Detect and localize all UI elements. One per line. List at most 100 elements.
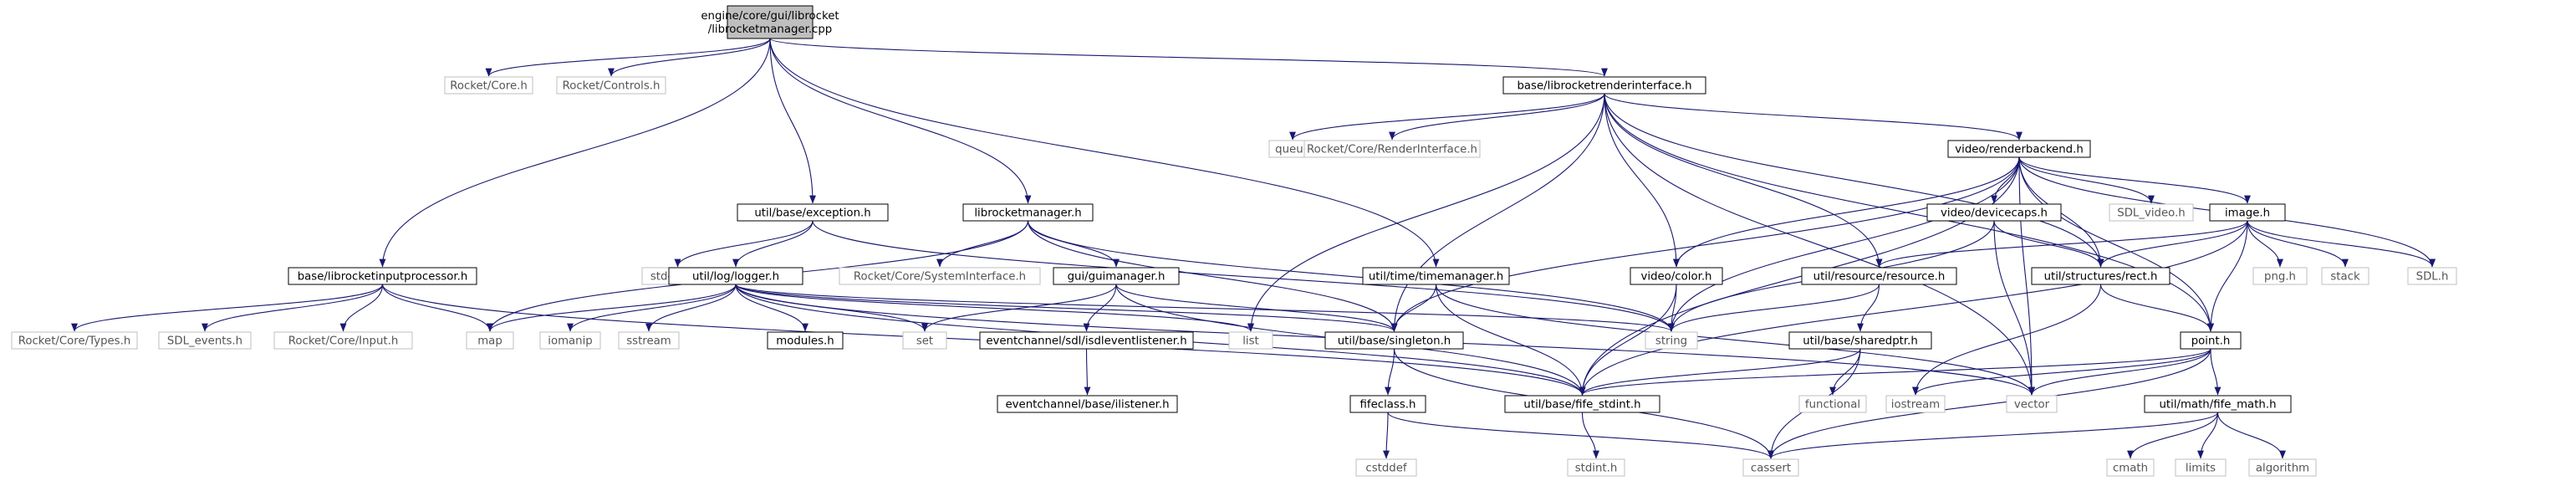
node-box-iostream xyxy=(1885,395,1946,413)
edge-timemanager-to-singleton xyxy=(1390,284,1437,332)
edge-logger-to-singleton xyxy=(735,284,1398,332)
node-label-modules: modules.h xyxy=(776,335,834,348)
edge-logger-to-sstream xyxy=(645,284,737,332)
node-box-modules xyxy=(767,331,844,350)
edge-image-to-point xyxy=(2207,220,2248,332)
edge-image-to-fife_stdint xyxy=(1579,220,2248,396)
edge-renderbackend-to-vector xyxy=(2018,156,2035,396)
node-ilistener[interactable]: eventchannel/base/ilistener.h xyxy=(997,395,1178,413)
node-box-fifeclass xyxy=(1349,395,1426,413)
node-box-renderinterface xyxy=(1502,76,1706,95)
node-box-set xyxy=(902,331,947,350)
node-box-point xyxy=(2180,331,2242,350)
node-label-sdl_events: SDL_events.h xyxy=(167,335,242,348)
node-label-root: /librocketmanager.cpp xyxy=(708,23,833,36)
edge-exception-to-string xyxy=(812,220,1675,332)
edge-renderinterface-to-rocket_ri xyxy=(1389,93,1605,141)
node-label-algorithm: algorithm xyxy=(2256,463,2309,475)
edge-timemanager-to-fife_stdint xyxy=(1435,284,1586,396)
node-logger[interactable]: util/log/logger.h xyxy=(668,267,803,285)
node-inputproc[interactable]: base/librocketinputprocessor.h xyxy=(288,267,477,285)
node-label-lrmanager: librocketmanager.h xyxy=(974,207,1081,220)
node-iostream: iostream xyxy=(1885,395,1946,413)
node-label-stack: stack xyxy=(2330,271,2360,284)
node-box-resource xyxy=(1801,267,1957,285)
edge-point-to-cassert xyxy=(1767,348,2211,459)
edge-renderinterface-to-vector xyxy=(1604,93,2035,396)
node-rocket_core: Rocket/Core.h xyxy=(444,76,533,95)
node-label-rocket_ri: Rocket/Core/RenderInterface.h xyxy=(1307,144,1477,156)
node-box-vector xyxy=(2006,395,2058,413)
node-map: map xyxy=(466,331,514,350)
node-modules[interactable]: modules.h xyxy=(767,331,844,350)
node-label-sdllistener: eventchannel/sdl/isdleventlistener.h xyxy=(986,335,1186,348)
edge-inputproc-to-rocket_types xyxy=(71,284,384,332)
node-fife_stdint[interactable]: util/base/fife_stdint.h xyxy=(1504,395,1660,413)
node-point[interactable]: point.h xyxy=(2180,331,2242,350)
node-label-fife_math: util/math/fife_math.h xyxy=(2159,399,2276,412)
edge-devicecaps-to-vector xyxy=(1993,220,2035,396)
edge-rect-to-point xyxy=(2099,284,2214,332)
node-sdl_events: SDL_events.h xyxy=(158,331,252,350)
node-renderbackend[interactable]: video/renderbackend.h xyxy=(1947,140,2091,158)
node-vector: vector xyxy=(2006,395,2058,413)
edge-renderinterface-to-singleton xyxy=(1390,93,1605,332)
node-label-cstddef: cstddef xyxy=(1365,463,1407,475)
node-fife_math[interactable]: util/math/fife_math.h xyxy=(2144,395,2292,413)
edge-renderbackend-to-devicecaps xyxy=(1991,156,2020,204)
node-label-limits: limits xyxy=(2186,463,2216,475)
node-rect[interactable]: util/structures/rect.h xyxy=(2031,267,2170,285)
edge-resource-to-sharedptr xyxy=(1857,284,1880,332)
node-string: string xyxy=(1645,331,1698,350)
node-devicecaps[interactable]: video/devicecaps.h xyxy=(1926,203,2062,222)
node-singleton[interactable]: util/base/singleton.h xyxy=(1324,331,1464,350)
node-box-stack xyxy=(2321,267,2369,285)
node-rocket_types: Rocket/Core/Types.h xyxy=(11,331,138,350)
edge-inputproc-to-rocket_input xyxy=(339,284,384,332)
node-color[interactable]: video/color.h xyxy=(1630,267,1723,285)
edge-color-to-fife_stdint xyxy=(1579,284,1677,396)
node-list: list xyxy=(1228,331,1273,350)
node-box-rocket_ri xyxy=(1303,140,1481,158)
node-renderinterface[interactable]: base/librocketrenderinterface.h xyxy=(1502,76,1706,95)
edge-renderinterface-to-point xyxy=(1604,93,2214,332)
node-guimanager[interactable]: gui/guimanager.h xyxy=(1053,267,1180,285)
node-timemanager[interactable]: util/time/timemanager.h xyxy=(1362,267,1510,285)
node-lrmanager[interactable]: librocketmanager.h xyxy=(962,203,1094,222)
node-box-sdl_h xyxy=(2407,267,2457,285)
node-resource[interactable]: util/resource/resource.h xyxy=(1801,267,1957,285)
node-sstream: sstream xyxy=(618,331,680,350)
node-label-queue: queue xyxy=(1275,144,1310,156)
node-box-exception xyxy=(737,203,889,222)
node-box-limits xyxy=(2175,458,2227,477)
node-label-exception: util/base/exception.h xyxy=(754,207,870,220)
node-box-rocket_input xyxy=(273,331,413,350)
node-label-vector: vector xyxy=(2014,399,2050,412)
edge-renderbackend-to-color xyxy=(1673,156,2020,268)
node-label-sdl_video: SDL_video.h xyxy=(2117,207,2185,220)
node-sdllistener[interactable]: eventchannel/sdl/isdleventlistener.h xyxy=(979,331,1194,350)
node-label-iostream: iostream xyxy=(1891,399,1940,412)
node-box-logger xyxy=(668,267,803,285)
node-box-string xyxy=(1645,331,1698,350)
node-exception[interactable]: util/base/exception.h xyxy=(737,203,889,222)
node-image[interactable]: image.h xyxy=(2209,203,2286,222)
node-box-devicecaps xyxy=(1926,203,2062,222)
edge-root-to-renderinterface xyxy=(769,38,1608,77)
edge-fifeclass-to-cassert xyxy=(1387,412,1774,459)
edge-point-to-fife_math xyxy=(2210,348,2221,396)
node-fifeclass[interactable]: fifeclass.h xyxy=(1349,395,1426,413)
node-sharedptr[interactable]: util/base/sharedptr.h xyxy=(1788,331,1932,350)
node-label-rocket_input: Rocket/Core/Input.h xyxy=(288,335,399,348)
edge-sdllistener-to-ilistener xyxy=(1084,348,1091,396)
edge-fife_math-to-algorithm xyxy=(2216,412,2286,459)
node-label-guimanager: gui/guimanager.h xyxy=(1068,271,1166,284)
node-root[interactable]: engine/core/gui/librocket/librocketmanag… xyxy=(701,5,839,39)
node-box-timemanager xyxy=(1362,267,1510,285)
node-box-sstream xyxy=(618,331,680,350)
edge-logger-to-list xyxy=(735,284,1254,332)
edge-rect-to-iostream xyxy=(1912,284,2102,396)
edge-exception-to-stdexcept xyxy=(674,220,814,268)
edge-image-to-rect xyxy=(2097,220,2248,268)
